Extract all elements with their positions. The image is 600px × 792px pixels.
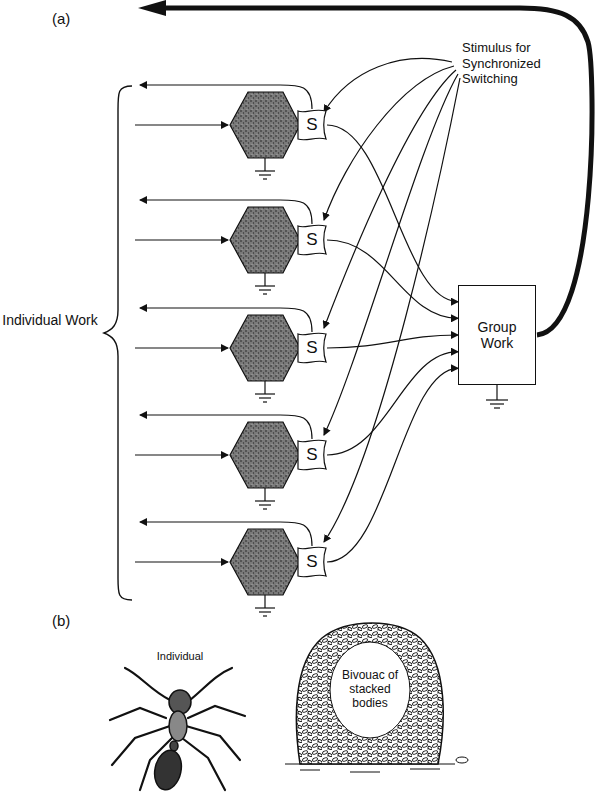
hexagon xyxy=(230,207,300,273)
switch-label: S xyxy=(306,552,317,572)
ground-symbol xyxy=(255,381,275,402)
ground-symbol xyxy=(255,273,275,294)
bracket xyxy=(104,86,132,600)
process-box: Group Work xyxy=(458,285,536,385)
output-arrow xyxy=(140,200,312,224)
input-arrow xyxy=(135,347,228,348)
switch-box: S xyxy=(297,439,327,471)
connector xyxy=(327,352,458,455)
ground-symbol xyxy=(255,488,275,509)
hexagon xyxy=(230,529,300,595)
switch-label: S xyxy=(306,230,317,250)
stimulus-label: Stimulus for Synchronized Switching xyxy=(462,40,580,87)
bivouac-figure: Bivouac of stacked bodies xyxy=(292,624,448,764)
input-arrow xyxy=(135,239,228,240)
output-arrow xyxy=(140,415,312,439)
switch-label: S xyxy=(306,445,317,465)
input-arrow xyxy=(135,454,228,455)
switch-box: S xyxy=(297,109,327,141)
hexagon xyxy=(230,92,300,158)
hexagon xyxy=(230,422,300,488)
arrowhead xyxy=(138,0,166,16)
switch-label: S xyxy=(306,115,317,135)
ground-symbol xyxy=(486,385,508,408)
figure-label: Individual xyxy=(140,650,220,663)
output-arrow xyxy=(140,308,312,332)
switch-box: S xyxy=(297,224,327,256)
connector xyxy=(327,368,458,562)
ant-body xyxy=(151,690,191,792)
panel-label: (a) xyxy=(52,10,92,28)
group-label: Individual Work xyxy=(0,312,100,329)
output-arrow xyxy=(140,522,312,546)
hexagon xyxy=(230,315,300,381)
box-label: Group Work xyxy=(463,319,531,351)
connector xyxy=(327,240,458,318)
switch-box: S xyxy=(297,332,327,364)
ground-symbol xyxy=(255,158,275,179)
output-arrow xyxy=(140,85,312,109)
connector xyxy=(327,125,458,302)
connector xyxy=(327,335,458,348)
ground-symbol xyxy=(255,595,275,616)
input-arrow xyxy=(135,124,228,125)
input-arrow xyxy=(135,561,228,562)
figure-label: Bivouac of stacked bodies xyxy=(338,669,402,710)
switch-label: S xyxy=(306,338,317,358)
switch-box: S xyxy=(297,546,327,578)
panel-label: (b) xyxy=(52,612,92,630)
unit-group xyxy=(135,85,312,616)
